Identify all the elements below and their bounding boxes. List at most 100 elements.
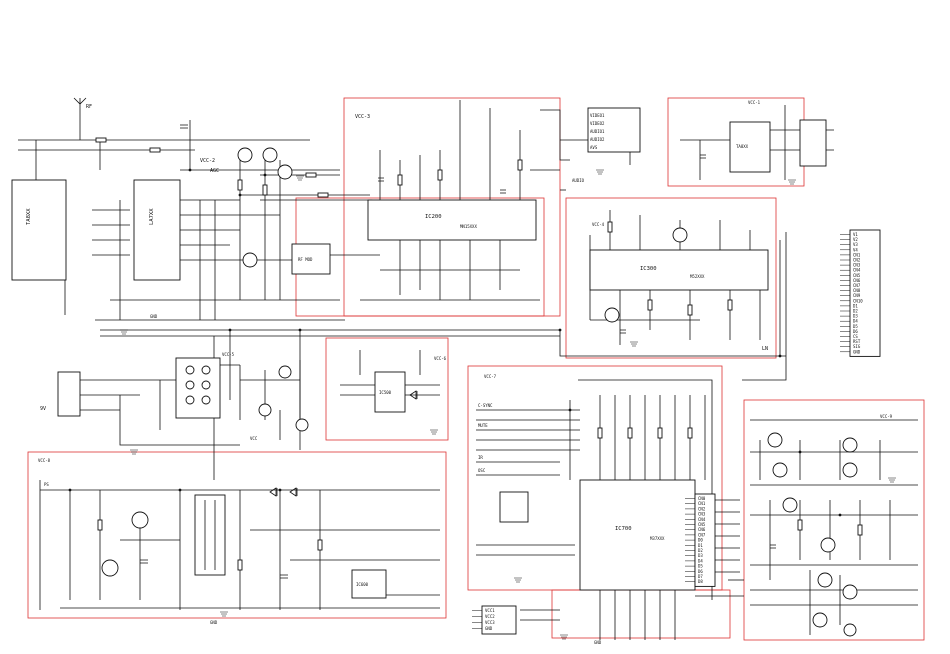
mcu-pin-3: CN3 [698, 512, 706, 517]
label-vcc3: VCC-3 [355, 114, 370, 120]
mcu-pin-13: D5 [698, 564, 703, 569]
ic-rf-modulator: RF MOD [291, 243, 331, 275]
connector-pin-4: CN1 [853, 252, 861, 257]
mcu-pin-14: D6 [698, 569, 703, 574]
label-audio2: AUDIO2 [590, 137, 605, 142]
label-ps: PS [44, 482, 49, 487]
edge-connector-right: V1V2V3V4CN1CN2CN3CN4CN5CN6CN7CN8CN9CN10D… [840, 229, 881, 357]
bottom-pin-0: VCC1 [485, 608, 495, 613]
label-vcc5: VCC-5 [222, 352, 235, 357]
mcu-pin-1: CN1 [698, 501, 706, 506]
svg-text:M37XXX: M37XXX [650, 536, 665, 541]
bottom-pin-2: VCC3 [485, 620, 495, 625]
label-ln: LN [762, 346, 768, 352]
passive-components [95, 124, 863, 579]
label-sync: C-SYNC [478, 403, 493, 408]
mcu-pin-15: D7 [698, 574, 703, 579]
connector-pin-16: D3 [853, 314, 858, 319]
mcu-pin-6: CN6 [698, 527, 706, 532]
label-rf: RF [86, 104, 92, 110]
svg-text:IC500: IC500 [379, 390, 392, 395]
connector-pin-8: CN5 [853, 273, 861, 278]
connector-pin-20: CS [853, 334, 858, 339]
ic-switch: IC500 [374, 371, 406, 413]
label-vcc9: VCC-9 [880, 414, 893, 419]
label-agc: AGC [210, 168, 219, 174]
connector-pin-9: CN6 [853, 278, 861, 283]
mcu-pin-0: CN0 [698, 496, 706, 501]
label-osc: OSC [478, 468, 486, 473]
av-connector [587, 107, 641, 153]
label-video2: VIDEO2 [590, 121, 605, 126]
block-driver [743, 399, 925, 641]
label-vcc8: VCC-8 [38, 458, 51, 463]
connector-pin-23: GND [853, 349, 861, 354]
connector-pin-6: CN3 [853, 263, 861, 268]
ic-mcu: IC700 M37XXX [579, 479, 696, 591]
ic-mcu-aux [499, 491, 529, 523]
mcu-pin-9: D1 [698, 543, 703, 548]
label-vcc4: VCC-4 [592, 222, 605, 227]
connector-pin-19: D6 [853, 329, 858, 334]
mcu-pin-7: CN7 [698, 532, 706, 537]
label-mute: MUTE [478, 423, 488, 428]
mcu-pin-16: D8 [698, 579, 703, 584]
bottom-pin-1: VCC2 [485, 614, 495, 619]
connector-pin-2: V3 [853, 242, 858, 247]
net-labels: RF AGC VCC-2 VCC-3 VIDEO1 VIDEO2 AUDIO1 … [38, 100, 893, 645]
connector-pin-18: D5 [853, 324, 858, 329]
bottom-pin-3: GND [485, 626, 493, 631]
antenna-icon [73, 97, 87, 110]
mcu-pin-5: CN5 [698, 522, 706, 527]
ic-processor: IC200 MN15XXX [367, 199, 537, 241]
svg-text:LA7XX: LA7XX [149, 208, 155, 225]
label-vcc-in: VCC [250, 436, 258, 441]
svg-text:M52XXX: M52XXX [690, 274, 705, 279]
connector-pin-14: D1 [853, 303, 858, 308]
label-vcc2: VCC-2 [200, 158, 215, 164]
connector-pin-15: D2 [853, 309, 858, 314]
block-switch [325, 337, 449, 441]
connector-pin-21: RST [853, 339, 861, 344]
svg-text:TA8XX: TA8XX [736, 144, 749, 149]
mcu-pin-labels: CN0CN1CN2CN3CN4CN5CN6CN7D0D1D2D3D4D5D6D7… [685, 493, 716, 587]
svg-text:IC300: IC300 [640, 266, 657, 272]
ic-osd: IC300 M52XXX [589, 249, 769, 291]
label-gnd-tuner: GND [150, 314, 158, 319]
block-outlines [27, 97, 925, 641]
ic-vif: LA7XX [133, 179, 181, 281]
transistors [101, 147, 858, 637]
audio-jack-icon [799, 119, 834, 167]
svg-text:IC200: IC200 [425, 214, 442, 220]
label-vcc6: VCC-6 [434, 356, 447, 361]
svg-text:IC600: IC600 [356, 582, 369, 587]
label-ir: IR [478, 455, 483, 460]
mcu-pin-10: D2 [698, 548, 703, 553]
mcu-pin-8: D0 [698, 538, 703, 543]
connector-pin-1: V2 [853, 237, 858, 242]
label-video1: VIDEO1 [590, 113, 605, 118]
connector-pin-11: CN8 [853, 288, 861, 293]
label-avs: AVS [590, 145, 598, 150]
mcu-pin-11: D3 [698, 553, 703, 558]
junctions [68, 138, 842, 517]
label-audio: AUDIO [572, 178, 585, 183]
connector-pin-22: SIG [853, 344, 861, 349]
ic-regulator: IC600 [351, 569, 387, 599]
connector-pin-0: V1 [853, 232, 858, 237]
mcu-pin-4: CN4 [698, 517, 706, 522]
connector-pin-12: CN9 [853, 293, 861, 298]
transformer-icon [194, 494, 226, 576]
connector-pin-10: CN7 [853, 283, 861, 288]
mcu-pin-12: D4 [698, 558, 703, 563]
label-gnd-power: GND [210, 620, 218, 625]
label-gnd-mcu: GND [594, 640, 602, 645]
label-vcc7: VCC-7 [484, 374, 497, 379]
connector-pin-3: V4 [853, 247, 858, 252]
block-power [27, 451, 447, 619]
jack-cluster [175, 357, 221, 419]
connector-pin-17: D4 [853, 319, 858, 324]
ic-audio-amp: TA8XX [729, 121, 771, 173]
